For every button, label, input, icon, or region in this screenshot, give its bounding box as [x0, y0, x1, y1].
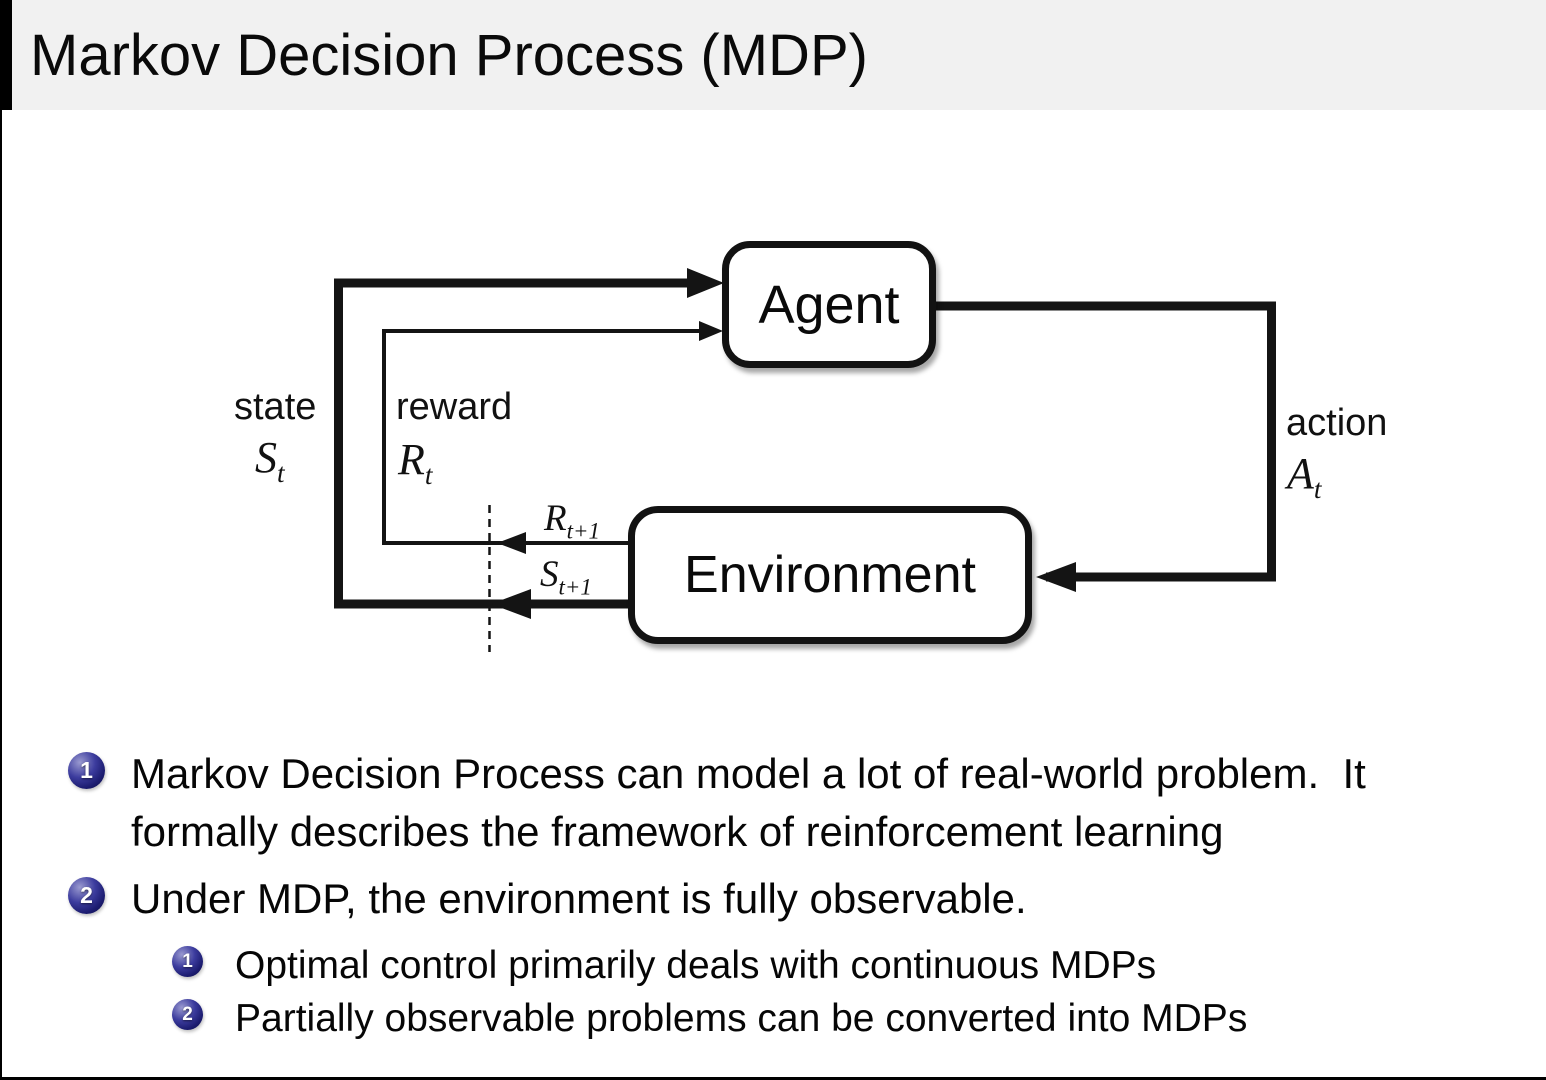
- corner-notch: [0, 0, 12, 110]
- next-reward-arrowhead: [497, 532, 526, 554]
- list-item: 2 Under MDP, the environment is fully ob…: [68, 870, 1027, 928]
- next-state-symbol: St+1: [540, 554, 592, 600]
- bottom-edge-border: [0, 1077, 1546, 1080]
- agent-label: Agent: [758, 274, 900, 335]
- reward-arrowhead-into-agent: [699, 321, 723, 341]
- reward-symbol: Rt: [398, 435, 433, 490]
- next-state-arrowhead: [491, 589, 531, 619]
- bullet-text-block: Under MDP, the environment is fully obse…: [131, 870, 1027, 928]
- sub-bullet-number-badge: 2: [172, 999, 203, 1030]
- action-arrowhead-into-environment: [1036, 562, 1076, 592]
- title-bar: Markov Decision Process (MDP): [0, 0, 1546, 110]
- bullet-number-badge: 1: [68, 752, 105, 789]
- action-loop-line: [936, 301, 1276, 582]
- bullet-text-block: Markov Decision Process can model a lot …: [131, 745, 1366, 861]
- left-edge-border: [0, 0, 2, 1080]
- action-label: action: [1286, 402, 1388, 444]
- agent-node: Agent: [722, 241, 936, 368]
- sub-list-item: 1 Optimal control primarily deals with c…: [172, 940, 1156, 992]
- next-reward-symbol: Rt+1: [544, 498, 600, 544]
- sub-bullet-number-badge: 1: [172, 946, 203, 977]
- bullet-number-badge: 2: [68, 877, 105, 914]
- list-item: 1 Markov Decision Process can model a lo…: [68, 745, 1366, 861]
- state-loop-line: [334, 278, 695, 609]
- bullet-text-line: Markov Decision Process can model a lot …: [131, 750, 1366, 797]
- state-symbol: St: [255, 433, 285, 488]
- action-symbol: At: [1287, 449, 1322, 504]
- environment-label: Environment: [684, 546, 976, 604]
- bullet-text-line: formally describes the framework of rein…: [131, 808, 1224, 855]
- bullet-text-line: Under MDP, the environment is fully obse…: [131, 875, 1027, 922]
- sub-bullet-text: Partially observable problems can be con…: [235, 997, 1248, 1040]
- state-arrowhead-into-agent: [687, 268, 724, 298]
- sub-bullet-text: Optimal control primarily deals with con…: [235, 944, 1157, 987]
- reward-label: reward: [396, 386, 513, 428]
- page-title: Markov Decision Process (MDP): [30, 22, 868, 88]
- sub-list-item: 2 Partially observable problems can be c…: [172, 993, 1247, 1045]
- environment-node: Environment: [628, 506, 1032, 644]
- state-label: state: [234, 386, 317, 428]
